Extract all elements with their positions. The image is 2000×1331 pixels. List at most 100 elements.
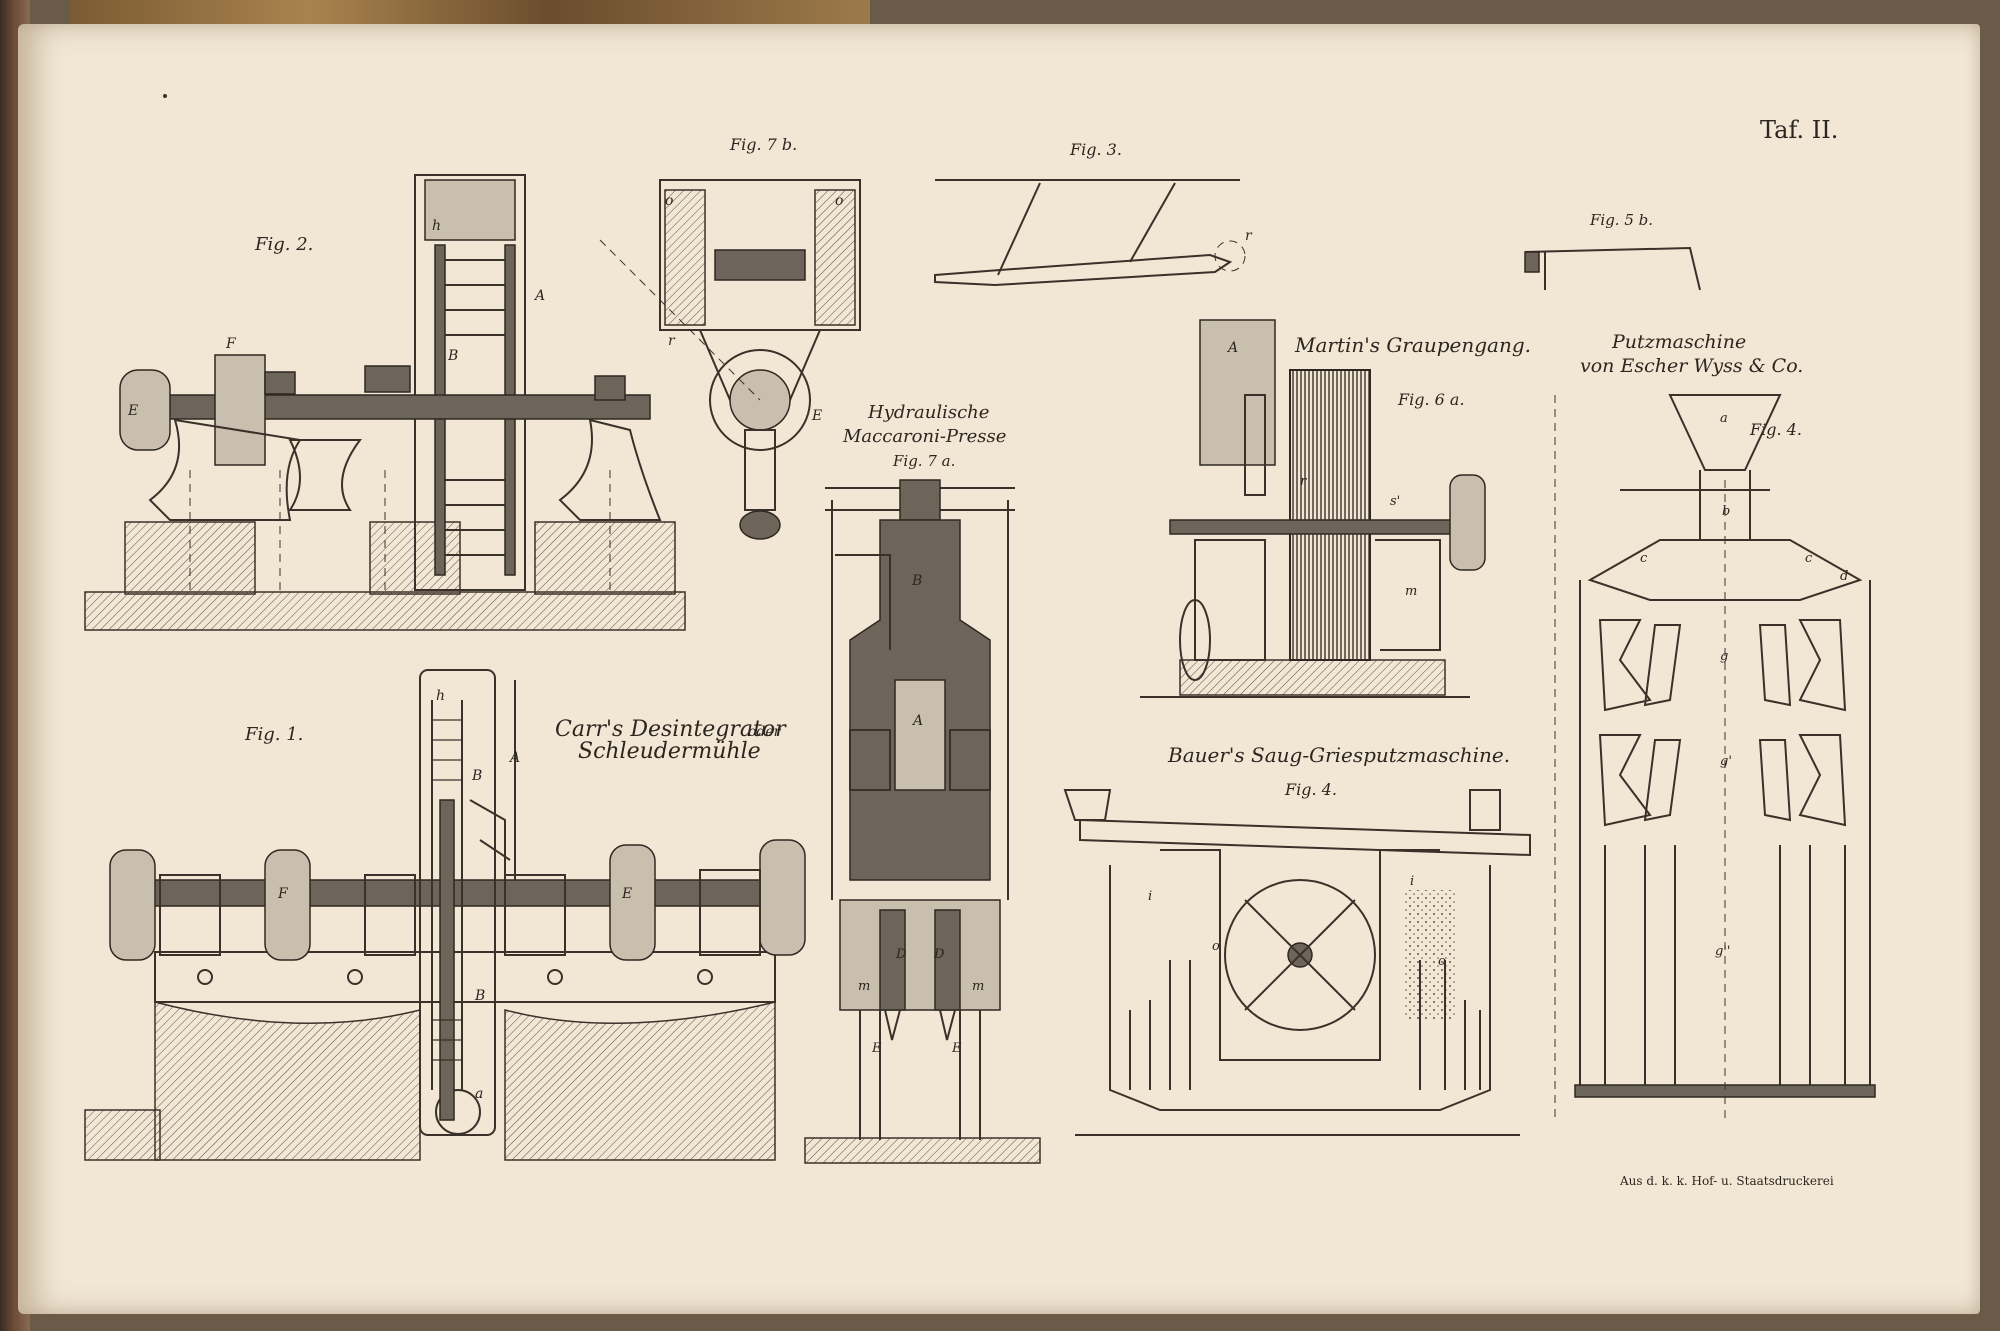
fig4-fan (1224, 879, 1376, 1031)
svg-text:a: a (475, 1086, 483, 1102)
svg-text:A: A (1226, 340, 1238, 356)
fig7a-drawing: Hydraulische Maccaroni-Presse Fig. 7 a. … (804, 402, 1041, 1164)
fig1-bottom-roller (435, 1089, 481, 1135)
hydraulic-title-line2: Maccaroni-Presse (842, 426, 1006, 447)
fig5a-tier3 (1604, 845, 1846, 1085)
svg-text:B: B (911, 573, 922, 589)
fig5a-drawing: Putzmaschine von Escher Wyss & Co. Fig. … (1554, 331, 1876, 1120)
svg-text:m: m (1405, 584, 1417, 599)
fig5a-tier2 (1598, 734, 1847, 827)
svg-text:c: c (1805, 551, 1813, 566)
svg-text:b: b (1722, 504, 1730, 519)
svg-text:o: o (1438, 954, 1446, 969)
fig5a-cone (1587, 539, 1863, 601)
svg-text:i: i (1148, 889, 1152, 904)
fig2-drawing: Fig. 2. h A B (84, 174, 686, 631)
fig6a-drawing: Martin's Graupengang. Fig. 6 a. A r s' m (1140, 319, 1531, 698)
fig3-label: Fig. 3. (1069, 140, 1122, 159)
fig1-casing (419, 669, 496, 1136)
svg-text:E: E (951, 1041, 962, 1056)
svg-text:c: c (1640, 551, 1648, 566)
fig2-label: Fig. 2. (254, 234, 313, 255)
martin-title: Martin's Graupengang. (1294, 333, 1531, 357)
fig2-pulley-e (119, 369, 171, 451)
svg-text:o: o (1212, 939, 1220, 954)
svg-text:o: o (665, 193, 673, 209)
svg-text:F: F (225, 336, 237, 352)
svg-text:h: h (436, 688, 445, 704)
fig1-pulley-4 (759, 839, 806, 956)
svg-text:r: r (1245, 228, 1253, 244)
hydraulic-title-line1: Hydraulische (867, 402, 989, 423)
fig4-housing (1109, 865, 1491, 1111)
svg-text:A: A (533, 288, 545, 304)
fig3-tray (934, 253, 1233, 287)
fig2-housing (414, 174, 526, 591)
fig1-base-right (504, 1001, 776, 1161)
fig5a-hopper (1668, 394, 1782, 471)
fig1-base-left (154, 1001, 421, 1161)
svg-text:m: m (858, 979, 870, 994)
fig1-drawing: Fig. 1. Carr's Desintegrator oder Schleu… (84, 669, 806, 1161)
fig1-ladder (431, 700, 463, 1090)
fig5b-drawing: Fig. 5 b. (1524, 211, 1701, 291)
svg-text:g': g' (1720, 754, 1732, 769)
svg-text:E: E (127, 403, 138, 419)
fig7a-cylinders (839, 899, 1001, 1011)
svg-text:F: F (277, 886, 289, 902)
fig4-label: Fig. 4. (1284, 780, 1337, 799)
svg-text:g'': g'' (1715, 944, 1730, 959)
fig7b-wheel (709, 349, 811, 451)
svg-text:i: i (1410, 874, 1414, 889)
fig1-pulley-e (609, 844, 656, 961)
fig6a-hopper (1199, 319, 1276, 466)
fig4-drawing: Bauer's Saug-Griesputzmaschine. Fig. 4. … (1063, 743, 1531, 1136)
svg-text:s': s' (1390, 494, 1400, 509)
svg-text:E: E (811, 408, 822, 424)
putz-title-line1: Putzmaschine (1611, 331, 1746, 353)
fig6a-base (1179, 659, 1446, 696)
fig7b-drawing: Fig. 7 b. o o E r (599, 135, 861, 540)
printer-imprint: Aus d. k. k. Hof- u. Staatsdruckerei (1619, 1174, 1834, 1188)
svg-text:B: B (447, 348, 458, 364)
fig6a-millstone (1289, 369, 1371, 661)
fig5a-label: Fig. 4. (1749, 420, 1802, 439)
bauer-title: Bauer's Saug-Griesputzmaschine. (1167, 743, 1510, 767)
svg-text:r: r (668, 333, 676, 349)
fig6a-pulley (1449, 474, 1486, 571)
svg-text:E: E (871, 1041, 882, 1056)
svg-text:B: B (474, 988, 485, 1004)
fig1-chute (469, 799, 511, 880)
svg-text:d: d (1840, 569, 1848, 584)
fig7b-label: Fig. 7 b. (729, 135, 797, 154)
svg-text:E: E (621, 886, 632, 902)
fig1-disc-section (439, 799, 455, 1121)
svg-text:D: D (933, 947, 945, 962)
svg-text:o: o (835, 193, 843, 209)
fig1-shaft (119, 879, 801, 907)
fig2-pulley-f (214, 354, 266, 466)
svg-text:D: D (895, 947, 907, 962)
carr-title-line2: Schleudermühle (578, 739, 761, 764)
fig2-bearing-right (558, 418, 662, 521)
svg-text:g: g (1720, 649, 1728, 664)
svg-text:B: B (471, 768, 482, 784)
fig2-block-right (534, 521, 676, 595)
fig7a-label: Fig. 7 a. (892, 452, 955, 470)
fig4-semolina-fall (1405, 890, 1455, 1020)
svg-text:r: r (1300, 474, 1307, 489)
fig1-pulley-1 (109, 849, 156, 961)
fig5b-label: Fig. 5 b. (1589, 211, 1653, 229)
svg-text:a: a (1720, 411, 1728, 426)
fig2-foundation (84, 591, 686, 631)
svg-text:A: A (911, 713, 923, 729)
fig2-bearing-left (148, 418, 302, 521)
svg-text:A: A (508, 750, 520, 766)
fig4-sieve (1079, 818, 1531, 857)
putz-title-line2: von Escher Wyss & Co. (1580, 355, 1803, 377)
fig1-bed (154, 951, 776, 1003)
fig6a-label: Fig. 6 a. (1397, 390, 1465, 409)
fig1-label: Fig. 1. (244, 724, 303, 745)
fig3-drawing: Fig. 3. r (934, 140, 1253, 287)
